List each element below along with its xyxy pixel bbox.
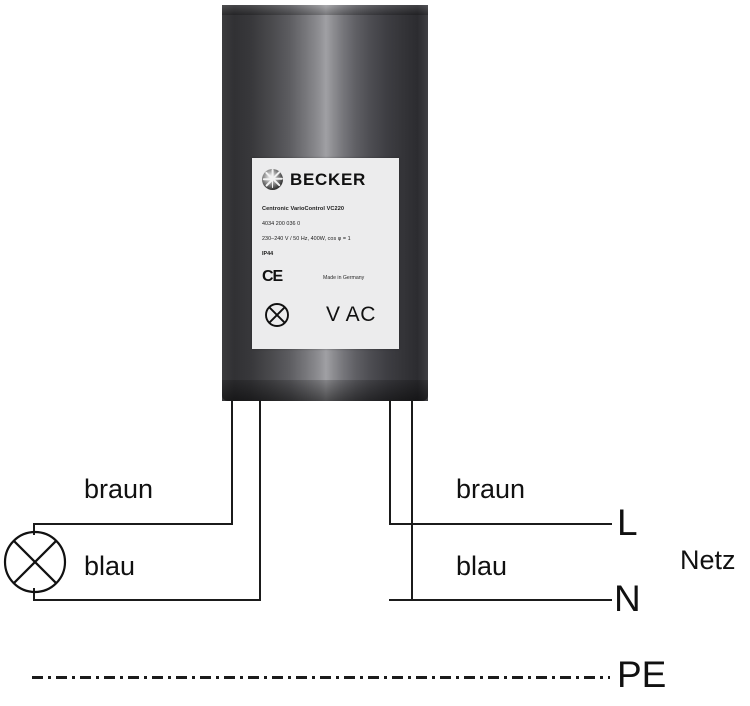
mains-blue-wire-label: blau [456, 551, 508, 581]
wire-mains-blue-horizontal [389, 599, 612, 601]
wire-load-brown-lamp-stub [33, 523, 35, 535]
label-origin: Made in Germany [323, 275, 365, 281]
wire-mains-blue-vertical [411, 400, 413, 601]
label-model: Centronic VarioControl VC220 [262, 206, 345, 212]
wire-load-brown-horizontal [33, 523, 233, 525]
wire-load-blue-vertical [259, 400, 261, 601]
wire-mains-brown-horizontal [389, 523, 612, 525]
load-brown-wire-label: braun [84, 474, 154, 504]
mains-brown-wire-label: braun [456, 474, 526, 504]
label-bottom-row: V AC [262, 302, 392, 338]
device-bottom-cap [222, 380, 428, 401]
lamp-cross-circle-icon [265, 303, 289, 327]
product-label: BECKER Centronic VarioControl VC220 4034… [252, 158, 399, 349]
label-part-number: 4034 200 036 0 [262, 221, 301, 227]
wire-mains-brown-vertical [389, 400, 391, 524]
ce-mark-icon: CE [262, 268, 283, 285]
label-ce-row: CE Made in Germany [262, 268, 392, 288]
wire-load-brown-vertical [231, 400, 233, 524]
brand-name: BECKER [290, 169, 366, 189]
wire-load-blue-horizontal [33, 599, 261, 601]
load-blue-wire-label: blau [84, 551, 136, 581]
label-voltage-unit: V AC [326, 303, 376, 326]
device-top-cap [222, 5, 428, 15]
becker-flower-logo-icon [262, 168, 283, 190]
label-protection-class: IP44 [262, 251, 274, 257]
terminal-label-earth: PE [617, 654, 667, 695]
mains-group-label: Netz [680, 545, 736, 575]
load-lamp-symbol-icon [3, 530, 67, 594]
brand-row: BECKER [262, 167, 392, 191]
terminal-label-live: L [617, 502, 638, 543]
wire-load-blue-lamp-stub [33, 588, 35, 600]
label-electrical-spec: 230–240 V / 50 Hz, 400W, cos φ = 1 [262, 236, 351, 242]
protective-earth-line [32, 676, 610, 679]
terminal-label-neutral: N [614, 578, 641, 619]
